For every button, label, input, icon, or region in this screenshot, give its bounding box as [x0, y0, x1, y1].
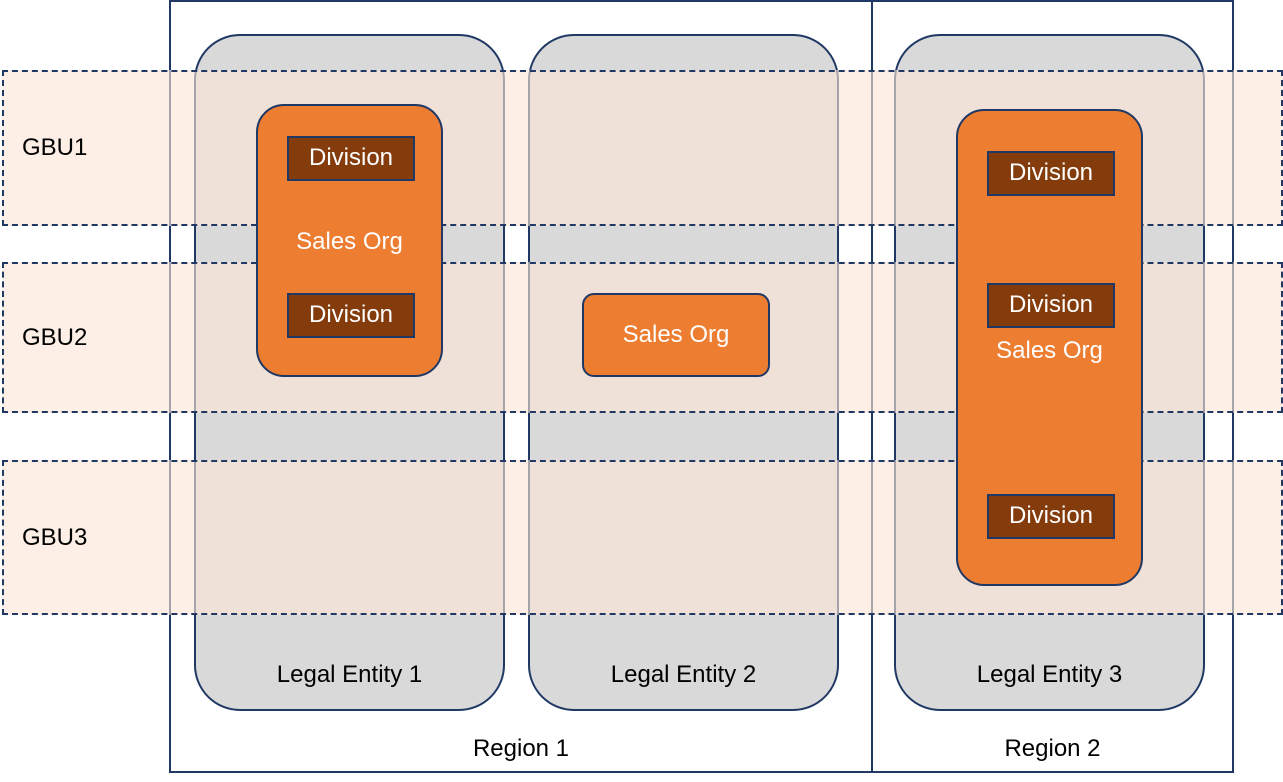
sales-org-2-label: Sales Org [622, 321, 730, 348]
division-box: Division [987, 494, 1115, 539]
sales-org-2: Sales Org [582, 293, 770, 377]
division-box: Division [987, 283, 1115, 328]
division-box: Division [287, 293, 415, 338]
region-1-label: Region 1 [472, 735, 570, 762]
gbu-2-label: GBU2 [22, 323, 88, 351]
division-box: Division [287, 136, 415, 181]
gbu-1-label: GBU1 [22, 134, 88, 161]
legal-entity-3-label: Legal Entity 3 [976, 661, 1123, 688]
legal-entity-2-label: Legal Entity 2 [610, 661, 757, 688]
region-2-label: Region 2 [1004, 735, 1101, 762]
legal-entity-1-label: Legal Entity 1 [276, 661, 423, 688]
division-box: Division [987, 151, 1115, 196]
sales-org-1-label: Sales Org [296, 228, 403, 255]
sales-org-3-label: Sales Org [996, 337, 1103, 364]
gbu-3-label: GBU3 [22, 523, 88, 551]
